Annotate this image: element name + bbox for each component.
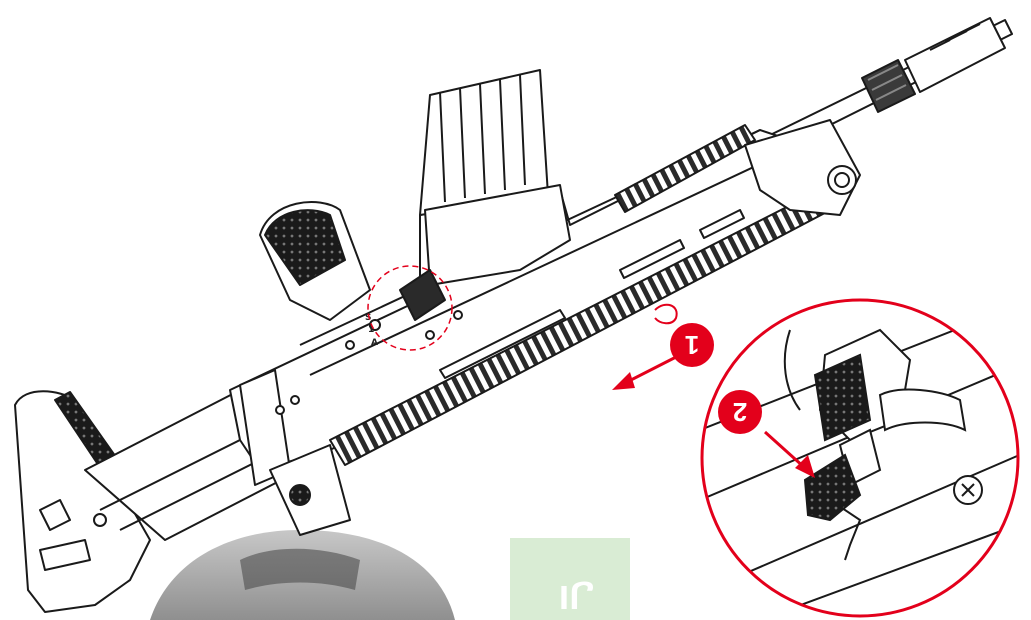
selector-highlight-circle <box>367 265 453 351</box>
release-indicator <box>654 303 678 325</box>
rifle <box>14 17 1013 613</box>
marking-1: 1 <box>368 325 374 335</box>
callout-1-label: 1 <box>685 330 699 360</box>
arrow-icon-2 <box>763 430 815 478</box>
marking-a: A <box>371 338 378 348</box>
watermark-text: ﺍﻝ <box>559 578 595 613</box>
magnifier-circle-icon <box>700 298 1020 618</box>
helmet-background-image <box>150 530 455 620</box>
callout-badge-2: 2 <box>718 390 762 434</box>
callout-badge-1: 1 <box>670 323 714 367</box>
marking-s: S <box>365 313 371 323</box>
watermark-panel: ﺍﻝ <box>510 538 630 620</box>
callout-2-label: 2 <box>733 397 747 427</box>
receiver-markings: S 1 A <box>365 313 378 348</box>
arrow-icon <box>612 353 681 390</box>
